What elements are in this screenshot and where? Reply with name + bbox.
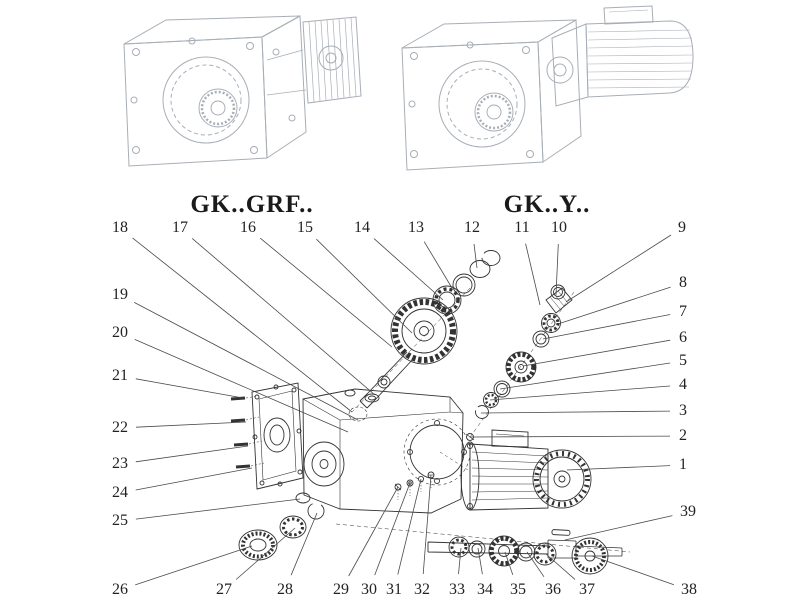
exploded-input-set (465, 284, 575, 441)
exploded-housing (302, 388, 471, 514)
flange-screws (230, 395, 265, 469)
leader-line-38 (591, 555, 675, 586)
leader-line-33 (458, 547, 462, 575)
part-number-6: 6 (679, 329, 687, 346)
leader-line-7 (542, 314, 671, 340)
electric-motor (546, 5, 694, 107)
part-number-39: 39 (680, 503, 696, 520)
variant-title-y: GK..Y.. (503, 191, 591, 218)
part-number-23: 23 (112, 455, 128, 472)
part-number-5: 5 (679, 352, 687, 369)
part-number-35: 35 (510, 581, 526, 598)
part-number-29: 29 (333, 581, 349, 598)
leader-line-25 (135, 498, 301, 520)
leader-lines (132, 234, 675, 586)
exploded-flange-plate (230, 382, 304, 490)
part-number-13: 13 (408, 219, 424, 236)
leader-line-10 (555, 243, 559, 296)
assembled-view-gearmotor-y (401, 5, 694, 171)
exploded-motor (439, 429, 592, 511)
part-number-3: 3 (679, 402, 687, 419)
leader-line-18 (132, 237, 353, 413)
leader-line-19 (134, 302, 359, 421)
part-number-10: 10 (551, 219, 567, 236)
part-number-19: 19 (112, 286, 128, 303)
leader-line-17 (191, 238, 376, 396)
leader-line-22 (135, 421, 247, 428)
exploded-bearing-set-top (432, 250, 501, 315)
exploded-fasteners (394, 471, 435, 500)
part-number-22: 22 (112, 419, 128, 436)
leader-line-6 (522, 339, 671, 367)
leader-line-26 (135, 545, 253, 586)
part-number-33: 33 (449, 581, 465, 598)
leader-line-13 (423, 241, 453, 289)
exploded-main-gear (390, 297, 458, 365)
leader-line-16 (260, 237, 393, 348)
leader-line-14 (373, 238, 444, 301)
leader-line-23 (135, 445, 249, 463)
part-number-16: 16 (240, 219, 256, 236)
part-number-30: 30 (361, 581, 377, 598)
leader-line-4 (489, 385, 671, 401)
leader-line-9 (565, 234, 672, 303)
assembled-view-gearbox-grf (123, 15, 362, 167)
leader-line-34 (477, 547, 483, 575)
part-number-24: 24 (112, 484, 128, 501)
leader-line-28 (290, 512, 318, 576)
leader-line-15 (316, 238, 413, 334)
part-number-17: 17 (172, 219, 188, 236)
leader-line-31 (397, 478, 422, 575)
leader-line-5 (499, 362, 671, 390)
part-number-4: 4 (679, 376, 687, 393)
variant-title-grf: GK..GRF.. (190, 191, 314, 218)
part-number-20: 20 (112, 324, 128, 341)
part-number-15: 15 (297, 219, 313, 236)
part-number-32: 32 (414, 581, 430, 598)
part-number-9: 9 (678, 219, 686, 236)
leader-line-30 (374, 482, 411, 576)
part-number-1: 1 (679, 456, 687, 473)
leader-line-8 (557, 286, 671, 325)
leader-line-12 (473, 243, 478, 269)
part-number-27: 27 (216, 581, 232, 598)
part-number-34: 34 (477, 581, 493, 598)
leader-line-27 (235, 527, 296, 580)
leader-line-1 (566, 465, 671, 471)
part-number-38: 38 (681, 581, 697, 598)
input-fin-cap (266, 16, 362, 104)
part-number-14: 14 (354, 219, 370, 236)
leader-line-3 (480, 410, 671, 414)
part-number-25: 25 (112, 512, 128, 529)
leader-line-29 (348, 486, 399, 577)
part-number-18: 18 (112, 219, 128, 236)
leader-line-36 (526, 551, 545, 578)
part-number-2: 2 (679, 427, 687, 444)
leader-line-20 (134, 339, 349, 433)
exploded-output-assembly (335, 523, 631, 575)
leader-line-39 (564, 515, 673, 541)
part-number-26: 26 (112, 581, 128, 598)
part-number-12: 12 (464, 219, 480, 236)
part-number-21: 21 (112, 367, 128, 384)
leader-line-32 (422, 474, 432, 575)
part-number-37: 37 (579, 581, 595, 598)
part-number-11: 11 (514, 219, 530, 236)
leader-line-11 (525, 243, 541, 306)
part-number-8: 8 (679, 274, 687, 291)
leader-line-24 (135, 467, 253, 491)
part-number-28: 28 (277, 581, 293, 598)
leader-line-35 (504, 551, 514, 576)
leader-line-37 (545, 553, 576, 580)
part-number-7: 7 (679, 303, 687, 320)
leader-line-21 (135, 378, 244, 399)
part-number-31: 31 (386, 581, 402, 598)
leader-line-2 (469, 435, 671, 438)
part-number-36: 36 (545, 581, 561, 598)
